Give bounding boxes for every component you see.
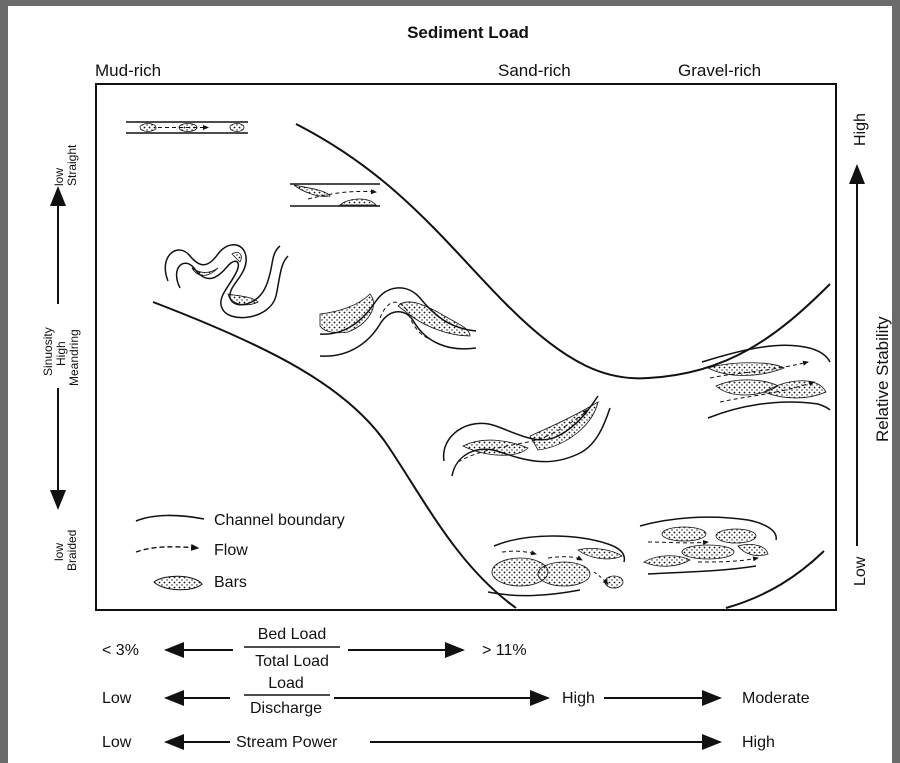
braided-gravel-channel-sketch [640,517,776,574]
diagram-title: Sediment Load [407,23,529,42]
legend-bars-label: Bars [214,574,247,591]
axis-low-straight-2: Straight [65,144,79,186]
stability-title: Relative Stability [873,316,892,442]
bedload-denominator: Total Load [255,653,329,670]
bedload-right-value: > 11% [482,642,527,659]
label-gravel-rich: Gravel-rich [678,61,761,80]
bottom-right-boundary [726,551,824,608]
bedload-left-value: < 3% [102,642,139,659]
label-sand-rich: Sand-rich [498,61,571,80]
legend: Channel boundary Flow Bars [136,512,345,591]
legend-boundary-line [136,515,204,521]
diagram-canvas: Sediment Load Mud-rich Sand-rich Gravel-… [8,6,892,763]
discharge-numerator: Load [268,675,304,692]
label-mud-rich: Mud-rich [95,61,161,80]
straight-bars-channel-sketch [290,184,380,206]
discharge-denominator: Discharge [250,700,322,717]
axis-low-straight-1: low [52,168,66,186]
bedload-numerator: Bed Load [258,626,327,643]
axis-low-braided-1: low [52,543,66,561]
power-high-label: High [742,734,775,751]
straight-channel-sketch [126,122,248,133]
diagram-page: Sediment Load Mud-rich Sand-rich Gravel-… [8,6,892,763]
stream-power-label: Stream Power [236,734,338,751]
legend-boundary-label: Channel boundary [214,512,345,529]
stability-low-label: Low [852,556,869,586]
axis-sinuosity-2: High [54,341,68,366]
sand-channel-sketch [444,396,610,476]
sinuosity-axis: low Straight Sinuosity High Meandring lo… [41,144,81,571]
discharge-scale: Low Load Discharge High Moderate [102,675,810,717]
gravel-channel-sketch [702,345,830,418]
meander-bend-sketch [320,288,476,356]
upper-regime-boundary [296,124,830,378]
discharge-moderate-label: Moderate [742,690,810,707]
stream-power-scale: Low Stream Power High [102,734,775,751]
axis-low-braided-2: Braided [65,530,79,571]
legend-flow-line [136,547,198,552]
stability-high-label: High [852,113,869,146]
lower-regime-boundary [153,302,516,608]
axis-sinuosity-3: Meandring [67,329,81,386]
bedload-scale: < 3% Bed Load Total Load > 11% [102,626,527,670]
discharge-low-label: Low [102,690,132,707]
stability-axis: High Relative Stability Low [852,113,892,586]
braided-sand-channel-sketch [488,536,624,596]
legend-flow-label: Flow [214,542,248,559]
meandering-channel-sketch [165,245,288,318]
power-low-label: Low [102,734,132,751]
discharge-high-label: High [562,690,595,707]
legend-bar-shape [154,576,202,590]
axis-sinuosity-1: Sinuosity [41,327,55,376]
